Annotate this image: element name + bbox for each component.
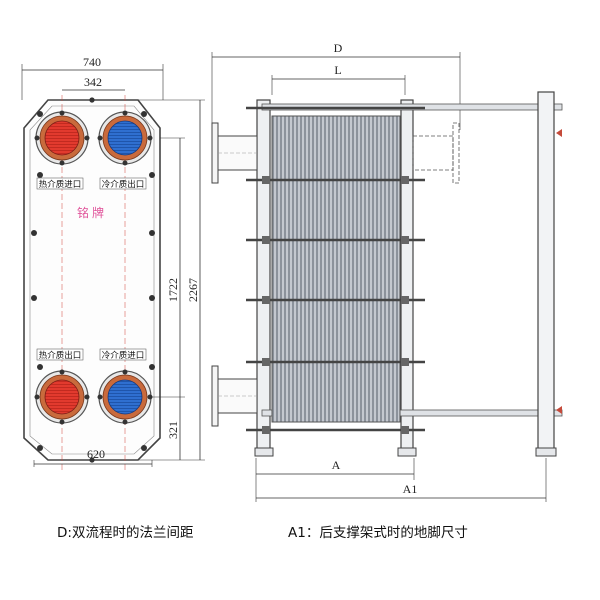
- dim-620: 620: [87, 447, 105, 461]
- port-cold-outlet-top: [97, 110, 153, 166]
- label-hot-outlet: 热介质出口: [39, 350, 82, 361]
- fixed-head-plate: [256, 99, 271, 451]
- label-cold-inlet: 冷介质进口: [102, 350, 145, 361]
- port-cold-inlet: [97, 369, 153, 425]
- dim-740: 740: [83, 55, 101, 69]
- dim-D-label: D: [334, 41, 343, 55]
- support-bolts: [556, 129, 562, 414]
- foot-front: [254, 447, 274, 457]
- dim-A1: A1: [255, 458, 547, 502]
- dim-L-label: L: [334, 63, 341, 77]
- label-cold-outlet: 冷介质出口: [102, 179, 145, 190]
- port-label-boxes: [36, 177, 147, 361]
- dim-port-spacing-h: 342: [62, 75, 125, 91]
- support-column: [537, 91, 555, 451]
- caption-d-note: D:双流程时的法兰间距: [57, 525, 194, 541]
- port-hot-inlet: [34, 110, 90, 166]
- rear-nozzle-dashed: [412, 122, 460, 184]
- dim-vertical: [138, 99, 205, 461]
- caption-a1-note: A1：后支撑架式时的地脚尺寸: [288, 525, 468, 541]
- dim-A-label: A: [332, 458, 341, 472]
- dim-A: A: [255, 458, 415, 480]
- tie-bolts: [246, 106, 425, 434]
- front-view: 740 342: [21, 55, 205, 470]
- dim-1722: 1722: [166, 278, 180, 302]
- side-view: D L: [211, 41, 563, 502]
- dim-A1-label: A1: [403, 482, 418, 496]
- nozzle-bottom: [211, 365, 258, 427]
- foot-support: [535, 447, 557, 457]
- nozzle-top: [211, 122, 258, 184]
- dim-width-total: 740: [21, 55, 164, 100]
- dim-342: 342: [84, 75, 102, 89]
- port-hot-outlet: [34, 369, 90, 425]
- foot-rear: [397, 447, 417, 457]
- dim-L: L: [271, 63, 406, 95]
- nameplate-label: 铭牌: [77, 205, 107, 220]
- dim-321: 321: [166, 421, 180, 439]
- dim-base-width: 620: [33, 447, 153, 467]
- plate-pack: [271, 115, 401, 423]
- pressure-plate: [400, 99, 414, 451]
- dim-2267: 2267: [186, 278, 200, 302]
- dim-D: D: [211, 41, 461, 130]
- label-hot-inlet: 热介质进口: [39, 179, 82, 190]
- frame-bolts: [31, 97, 155, 463]
